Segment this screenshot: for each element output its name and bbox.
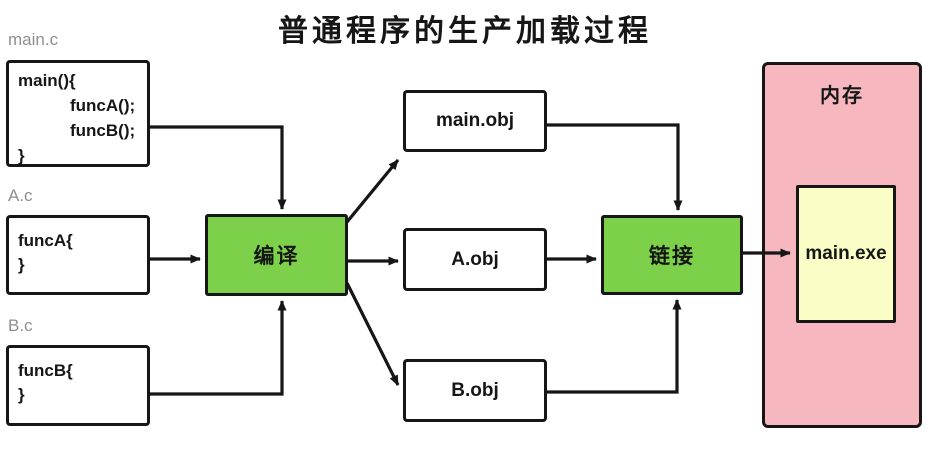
obj-box-b: B.obj (403, 359, 547, 422)
code-line: } (18, 255, 25, 274)
code-line: funcB{ (18, 361, 73, 380)
code-line: } (18, 146, 25, 165)
source-box-b-c: funcB{ } (6, 345, 150, 426)
source-label-b-c: B.c (8, 316, 33, 335)
arrow-b-c-to-compile (150, 300, 287, 396)
code-line: } (18, 385, 25, 404)
arrow-compile-to-b-obj (345, 282, 400, 386)
arrow-compile-to-main-obj (345, 158, 400, 224)
link-box: 链接 (601, 215, 743, 295)
code-line: funcB(); (70, 121, 136, 140)
arrow-main-c-to-compile (150, 125, 287, 210)
source-label-main-c: main.c (8, 30, 59, 49)
memory-region: 内存 main.exe (762, 62, 922, 428)
code-line: funcA{ (18, 231, 73, 250)
source-box-main-c: main(){ funcA(); funcB(); } (6, 60, 150, 167)
code-line: funcA(); (70, 96, 136, 115)
diagram-title: 普通程序的生产加载过程 (278, 15, 652, 48)
arrow-b-obj-to-link (547, 299, 682, 394)
obj-box-a: A.obj (403, 228, 547, 291)
code-line: main(){ (18, 71, 76, 90)
obj-box-main: main.obj (403, 90, 547, 152)
arrow-main-obj-to-link (547, 123, 683, 211)
source-label-a-c: A.c (8, 186, 33, 205)
source-box-a-c: funcA{ } (6, 215, 150, 295)
memory-label: 内存 (820, 85, 864, 107)
exe-box: main.exe (796, 185, 896, 323)
compile-box: 编译 (205, 214, 348, 296)
